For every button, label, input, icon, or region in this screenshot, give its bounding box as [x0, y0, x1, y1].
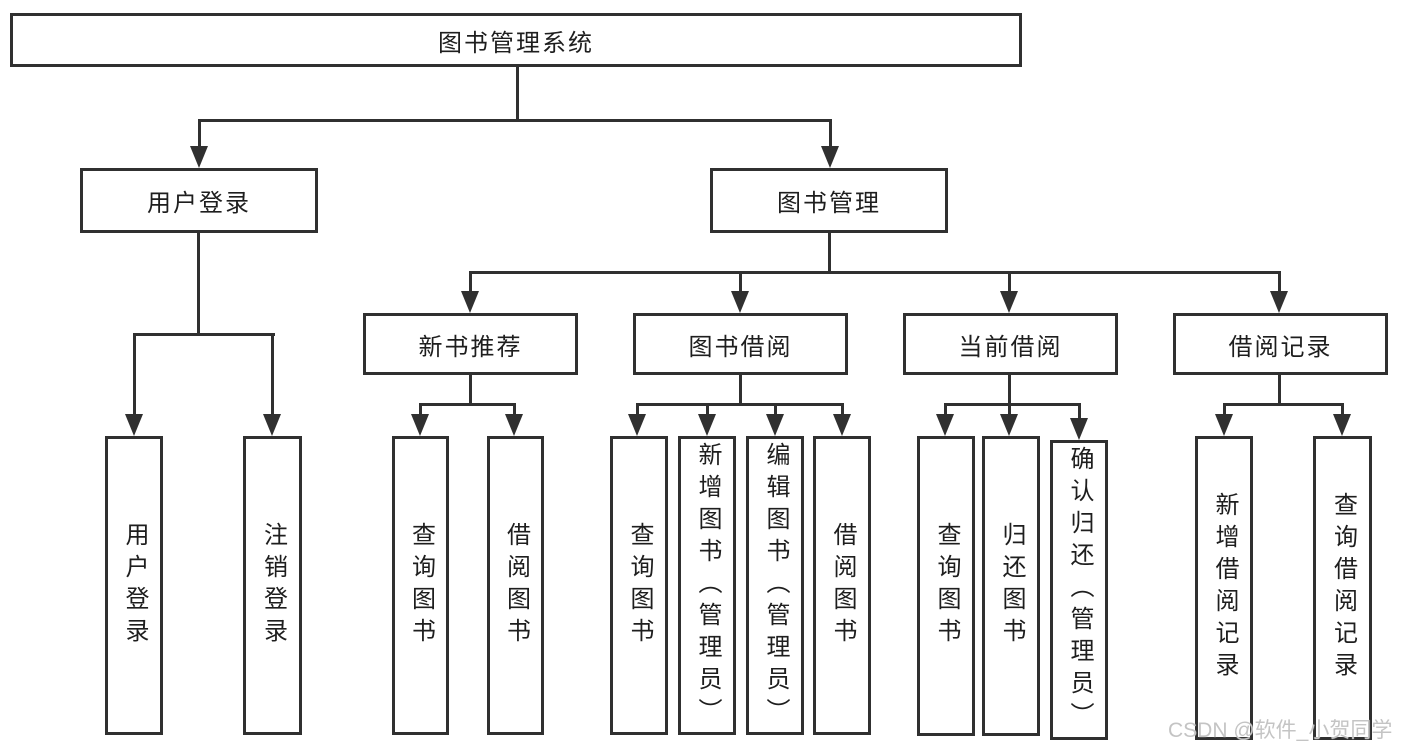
node-new-books: 新书推荐: [363, 313, 578, 375]
arrow-down-icon: [125, 414, 143, 436]
arrow-down-icon: [936, 414, 954, 436]
leaf-bookborrow-edit: 编辑图书（管理员）: [746, 436, 804, 735]
leaf-logout: 注销登录: [243, 436, 302, 735]
leaf-currentborrow-query: 查询图书: [917, 436, 975, 736]
node-book-borrow-label: 图书借阅: [688, 333, 793, 361]
connector-newbooks-drop2: [513, 403, 516, 418]
leaf-newbooks-borrow-label: 借阅图书: [502, 521, 530, 650]
connector-newbooks-hline: [419, 403, 516, 406]
connector-currentborrow-drop3: [1078, 403, 1081, 420]
arrow-down-icon: [1000, 291, 1018, 313]
leaf-bookborrow-query: 查询图书: [610, 436, 668, 735]
arrow-down-icon: [190, 146, 208, 168]
leaf-newbooks-borrow: 借阅图书: [487, 436, 544, 735]
leaf-bookborrow-edit-label: 编辑图书（管理员）: [762, 441, 789, 730]
leaf-bookborrow-borrow-label: 借阅图书: [829, 521, 856, 650]
connector-root-hline: [198, 119, 832, 122]
leaf-currentborrow-return-label: 归还图书: [998, 522, 1025, 650]
connector-bookborrow-drop4: [841, 403, 844, 418]
connector-bookmgmt-drop2: [739, 271, 742, 296]
node-user-login: 用户登录: [80, 168, 318, 233]
connector-currentborrow-drop2: [1008, 403, 1011, 418]
connector-bookmgmt-drop4: [1278, 271, 1281, 296]
connector-userlogin-stub: [197, 233, 200, 336]
connector-bookborrow-drop1: [636, 403, 639, 418]
leaf-borrowrecords-query: 查询借阅记录: [1313, 436, 1372, 740]
leaf-borrowrecords-add-label: 新增借阅记录: [1211, 492, 1238, 684]
leaf-newbooks-query-label: 查询图书: [407, 521, 435, 650]
arrow-down-icon: [628, 414, 646, 436]
node-book-mgmt-label: 图书管理: [777, 190, 881, 217]
leaf-currentborrow-confirm: 确认归还（管理员）: [1050, 440, 1108, 740]
arrow-down-icon: [1215, 414, 1233, 436]
arrow-down-icon: [821, 146, 839, 168]
connector-newbooks-drop1: [419, 403, 422, 418]
arrow-down-icon: [263, 414, 281, 436]
leaf-logout-label: 注销登录: [259, 521, 287, 650]
connector-bookborrow-hline: [636, 403, 843, 406]
arrow-down-icon: [411, 414, 429, 436]
connector-borrowrecords-drop2: [1341, 403, 1344, 418]
connector-userlogin-hline: [133, 333, 275, 336]
node-borrow-records-label: 借阅记录: [1228, 333, 1333, 361]
leaf-bookborrow-borrow: 借阅图书: [813, 436, 871, 735]
arrow-down-icon: [1333, 414, 1351, 436]
arrow-down-icon: [698, 414, 716, 436]
leaf-currentborrow-return: 归还图书: [982, 436, 1040, 736]
node-root-label: 图书管理系统: [438, 29, 594, 57]
watermark: CSDN @软件_小贺同学: [1168, 719, 1393, 742]
arrow-down-icon: [833, 414, 851, 436]
connector-bookborrow-drop3: [774, 403, 777, 418]
connector-newbooks-stub: [469, 375, 472, 406]
arrow-down-icon: [1070, 418, 1088, 440]
connector-bookmgmt-hline: [469, 271, 1281, 274]
node-book-mgmt: 图书管理: [710, 168, 948, 233]
leaf-bookborrow-add: 新增图书（管理员）: [678, 436, 736, 735]
connector-bookborrow-stub: [739, 375, 742, 406]
arrow-down-icon: [505, 414, 523, 436]
leaf-currentborrow-query-label: 查询图书: [933, 522, 960, 650]
arrow-down-icon: [1270, 291, 1288, 313]
connector-borrowrecords-hline: [1223, 403, 1344, 406]
connector-root-right-drop: [829, 119, 832, 149]
arrow-down-icon: [731, 291, 749, 313]
connector-root-stub: [516, 67, 519, 122]
node-root: 图书管理系统: [10, 13, 1022, 67]
leaf-borrowrecords-add: 新增借阅记录: [1195, 436, 1253, 740]
arrow-down-icon: [461, 291, 479, 313]
node-current-borrow-label: 当前借阅: [958, 333, 1063, 361]
connector-borrowrecords-drop1: [1223, 403, 1226, 418]
node-borrow-records: 借阅记录: [1173, 313, 1388, 375]
node-new-books-label: 新书推荐: [418, 333, 523, 361]
leaf-currentborrow-confirm-label: 确认归还（管理员）: [1066, 446, 1093, 734]
node-user-login-label: 用户登录: [147, 190, 251, 217]
connector-bookmgmt-drop1: [469, 271, 472, 296]
arrow-down-icon: [1000, 414, 1018, 436]
leaf-borrowrecords-query-label: 查询借阅记录: [1329, 492, 1357, 684]
leaf-user-login-label: 用户登录: [121, 521, 148, 650]
leaf-bookborrow-add-label: 新增图书（管理员）: [694, 441, 721, 730]
connector-bookmgmt-drop3: [1008, 271, 1011, 296]
connector-userlogin-drop1: [133, 333, 136, 418]
node-current-borrow: 当前借阅: [903, 313, 1118, 375]
arrow-down-icon: [766, 414, 784, 436]
connector-root-left-drop: [198, 119, 201, 149]
connector-currentborrow-stub: [1008, 375, 1011, 406]
connector-currentborrow-hline: [944, 403, 1080, 406]
connector-borrowrecords-stub: [1278, 375, 1281, 406]
connector-userlogin-drop2: [271, 333, 274, 418]
leaf-user-login: 用户登录: [105, 436, 163, 735]
leaf-newbooks-query: 查询图书: [392, 436, 449, 735]
connector-bookmgmt-stub: [828, 233, 831, 274]
connector-currentborrow-drop1: [944, 403, 947, 418]
leaf-bookborrow-query-label: 查询图书: [626, 521, 653, 650]
connector-bookborrow-drop2: [706, 403, 709, 418]
node-book-borrow: 图书借阅: [633, 313, 848, 375]
